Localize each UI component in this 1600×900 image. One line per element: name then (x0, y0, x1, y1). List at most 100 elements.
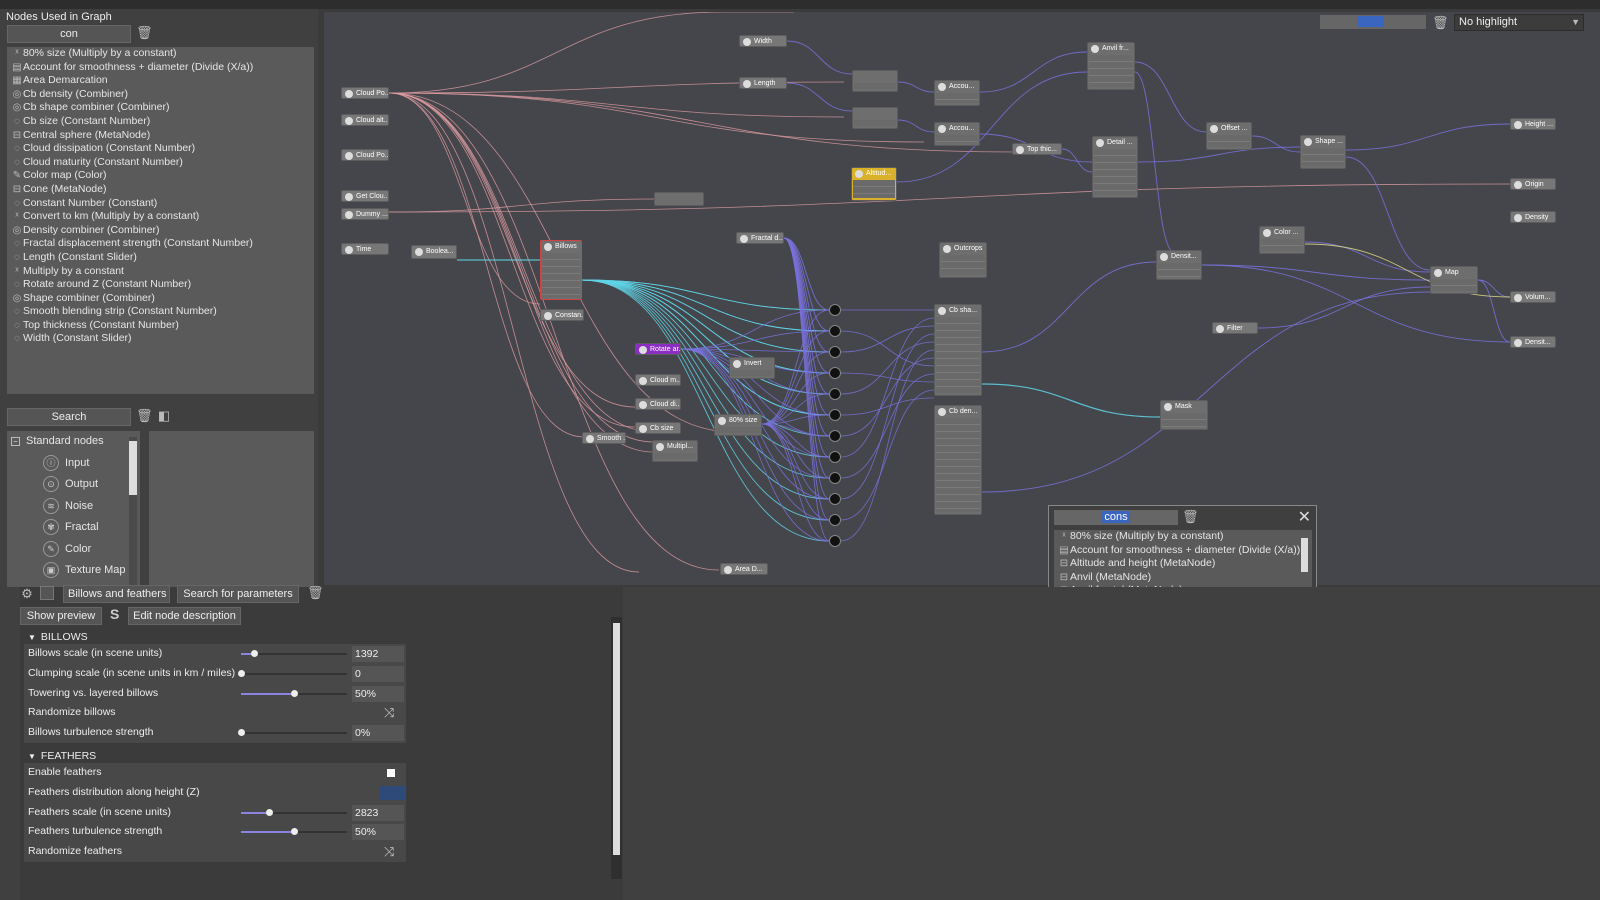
section-header-billows[interactable]: ▼BILLOWS (28, 631, 88, 643)
graph-node-shape[interactable]: Shape ... (1300, 135, 1346, 169)
graph-node-altitud[interactable]: Altitud... (851, 167, 897, 201)
list-item[interactable]: ◌Cb size (Constant Number) (7, 115, 314, 129)
combiner-input-port[interactable] (829, 409, 841, 421)
list-item[interactable]: ◌Width (Constant Slider) (7, 332, 314, 346)
param-value-input[interactable]: 0 (352, 665, 404, 682)
node-graph-canvas[interactable]: Cloud Po...Cloud alt...Cloud Po...Get Cl… (324, 12, 1600, 585)
param-value-input[interactable]: 50% (352, 824, 404, 841)
param-value-input[interactable]: 1392 (352, 646, 404, 662)
close-icon[interactable]: ✕ (1297, 509, 1311, 526)
script-icon[interactable]: S (110, 606, 120, 622)
list-item[interactable]: ◌Rotate around Z (Constant Number) (7, 278, 314, 292)
combiner-input-port[interactable] (829, 535, 841, 547)
list-item[interactable]: ⊟Cone (MetaNode) (7, 183, 314, 197)
graph-node-detail[interactable]: Detail ... (1092, 136, 1138, 198)
node-color-swatch[interactable] (40, 586, 54, 600)
graph-node-outcrops[interactable]: Outcrops (939, 242, 987, 278)
combiner-input-port[interactable] (829, 388, 841, 400)
graph-node-area-d[interactable]: Area D... (720, 563, 768, 575)
nodes-search-input[interactable]: con (7, 25, 131, 43)
graph-node-cb-size[interactable]: Cb size (635, 422, 681, 434)
graph-node-origin[interactable]: Origin (1510, 178, 1556, 190)
list-item[interactable]: ◌Cloud maturity (Constant Number) (7, 156, 314, 170)
graph-node-smooth[interactable]: Smooth ... (582, 432, 626, 444)
graph-node-height[interactable]: Height ... (1510, 118, 1556, 130)
graph-node-time[interactable]: Time (341, 243, 389, 255)
list-item[interactable]: ◌Top thickness (Constant Number) (7, 319, 314, 333)
combiner-input-port[interactable] (829, 367, 841, 379)
graph-node-map[interactable]: Map (1430, 266, 1478, 294)
combiner-input-port[interactable] (829, 346, 841, 358)
param-value-input[interactable]: 2823 (352, 804, 404, 821)
popup-search-input[interactable]: cons (1054, 510, 1178, 525)
graph-node-unlabeled[interactable] (654, 192, 704, 206)
param-slider[interactable] (241, 689, 347, 697)
list-item[interactable]: ⊟Central sphere (MetaNode) (7, 129, 314, 143)
graph-node-multipl[interactable]: Multipl... (652, 440, 698, 462)
clear-highlight-icon[interactable]: 🗑 (1432, 15, 1449, 30)
slider-handle[interactable] (250, 650, 258, 657)
list-item[interactable]: ◌Length (Constant Slider) (7, 251, 314, 265)
graph-node-dummy[interactable]: Dummy ... (341, 208, 389, 220)
slider-handle[interactable] (238, 669, 245, 677)
tree-item[interactable]: ▣Texture Map (7, 560, 140, 582)
graph-node-width[interactable]: Width (739, 35, 787, 47)
graph-node-billows[interactable]: Billows (540, 240, 582, 300)
list-item[interactable]: ◌Smooth blending strip (Constant Number) (7, 305, 314, 319)
graph-node-mask[interactable]: Mask (1160, 400, 1208, 430)
param-slider[interactable] (241, 650, 347, 657)
graph-node-cloud-di[interactable]: Cloud di... (635, 398, 681, 410)
tree-root[interactable]: −Standard nodes (7, 431, 140, 453)
enable-feathers-checkbox[interactable] (387, 769, 395, 777)
list-item[interactable]: ◌Cloud dissipation (Constant Number) (7, 142, 314, 156)
node-name-input[interactable]: Billows and feathers ge (63, 585, 170, 603)
param-value-input[interactable]: 50% (352, 685, 404, 702)
graph-node-top-thic[interactable]: Top thic... (1012, 143, 1062, 155)
param-slider[interactable] (241, 808, 347, 816)
graph-node-cloud-po-1[interactable]: Cloud Po... (341, 87, 389, 99)
clear-parameters-icon[interactable]: 🗑 (307, 585, 324, 600)
combiner-input-port[interactable] (829, 304, 841, 316)
shuffle-icon[interactable]: ⤨ (384, 844, 395, 860)
show-preview-button[interactable]: Show preview (20, 607, 102, 625)
param-value-input[interactable]: 0% (352, 725, 404, 742)
highlight-dropdown[interactable]: No highlight▼ (1454, 14, 1584, 31)
clear-library-search-icon[interactable]: 🗑 (136, 408, 153, 423)
popup-scrollbar[interactable] (1301, 534, 1309, 678)
graph-node-length[interactable]: Length (739, 77, 787, 89)
tree-item[interactable]: ✎Color (7, 539, 140, 561)
graph-node-unlabeled[interactable] (852, 107, 898, 129)
combiner-input-port[interactable] (829, 514, 841, 526)
panel-toggle-icon[interactable]: ◧ (157, 408, 171, 423)
node-settings-icon[interactable]: ⚙ (21, 586, 33, 601)
list-item[interactable]: ◎Shape combiner (Combiner) (7, 292, 314, 306)
list-item[interactable]: ◎Cb density (Combiner) (7, 88, 314, 102)
graph-node-rotate-ar[interactable]: Rotate ar... (635, 343, 681, 355)
list-item[interactable]: ▤Account for smoothness + diameter (Divi… (1054, 544, 1312, 558)
popup-clear-icon[interactable]: 🗑 (1182, 509, 1199, 524)
param-slider[interactable] (238, 729, 347, 737)
tree-scrollbar[interactable] (129, 437, 137, 587)
list-item[interactable]: ◌Fractal displacement strength (Constant… (7, 237, 314, 251)
list-item[interactable]: ◌Constant Number (Constant) (7, 197, 314, 211)
shuffle-icon[interactable]: ⤨ (384, 705, 395, 721)
combiner-input-port[interactable] (829, 472, 841, 484)
list-item[interactable]: ⊟Altitude and height (MetaNode) (1054, 557, 1312, 571)
parameters-scrollbar[interactable] (611, 617, 622, 879)
graph-node-size-80[interactable]: 80% size (714, 414, 762, 436)
param-slider[interactable] (241, 828, 347, 836)
graph-node-color[interactable]: Color ... (1259, 226, 1305, 254)
graph-node-densit-out[interactable]: Densit... (1510, 336, 1556, 348)
graph-node-cloud-alt[interactable]: Cloud alt... (341, 114, 389, 126)
graph-node-invert[interactable]: Invert (729, 357, 775, 379)
param-slider[interactable] (238, 669, 347, 677)
graph-node-get-clou[interactable]: Get Clou... (341, 190, 389, 202)
graph-node-cb-sha[interactable]: Cb sha... (934, 304, 982, 396)
list-item[interactable]: ◎Density combiner (Combiner) (7, 224, 314, 238)
slider-handle[interactable] (291, 828, 298, 836)
list-item[interactable]: ◎Cb shape combiner (Combiner) (7, 101, 314, 115)
graph-node-boolea[interactable]: Boolea... (411, 245, 457, 259)
